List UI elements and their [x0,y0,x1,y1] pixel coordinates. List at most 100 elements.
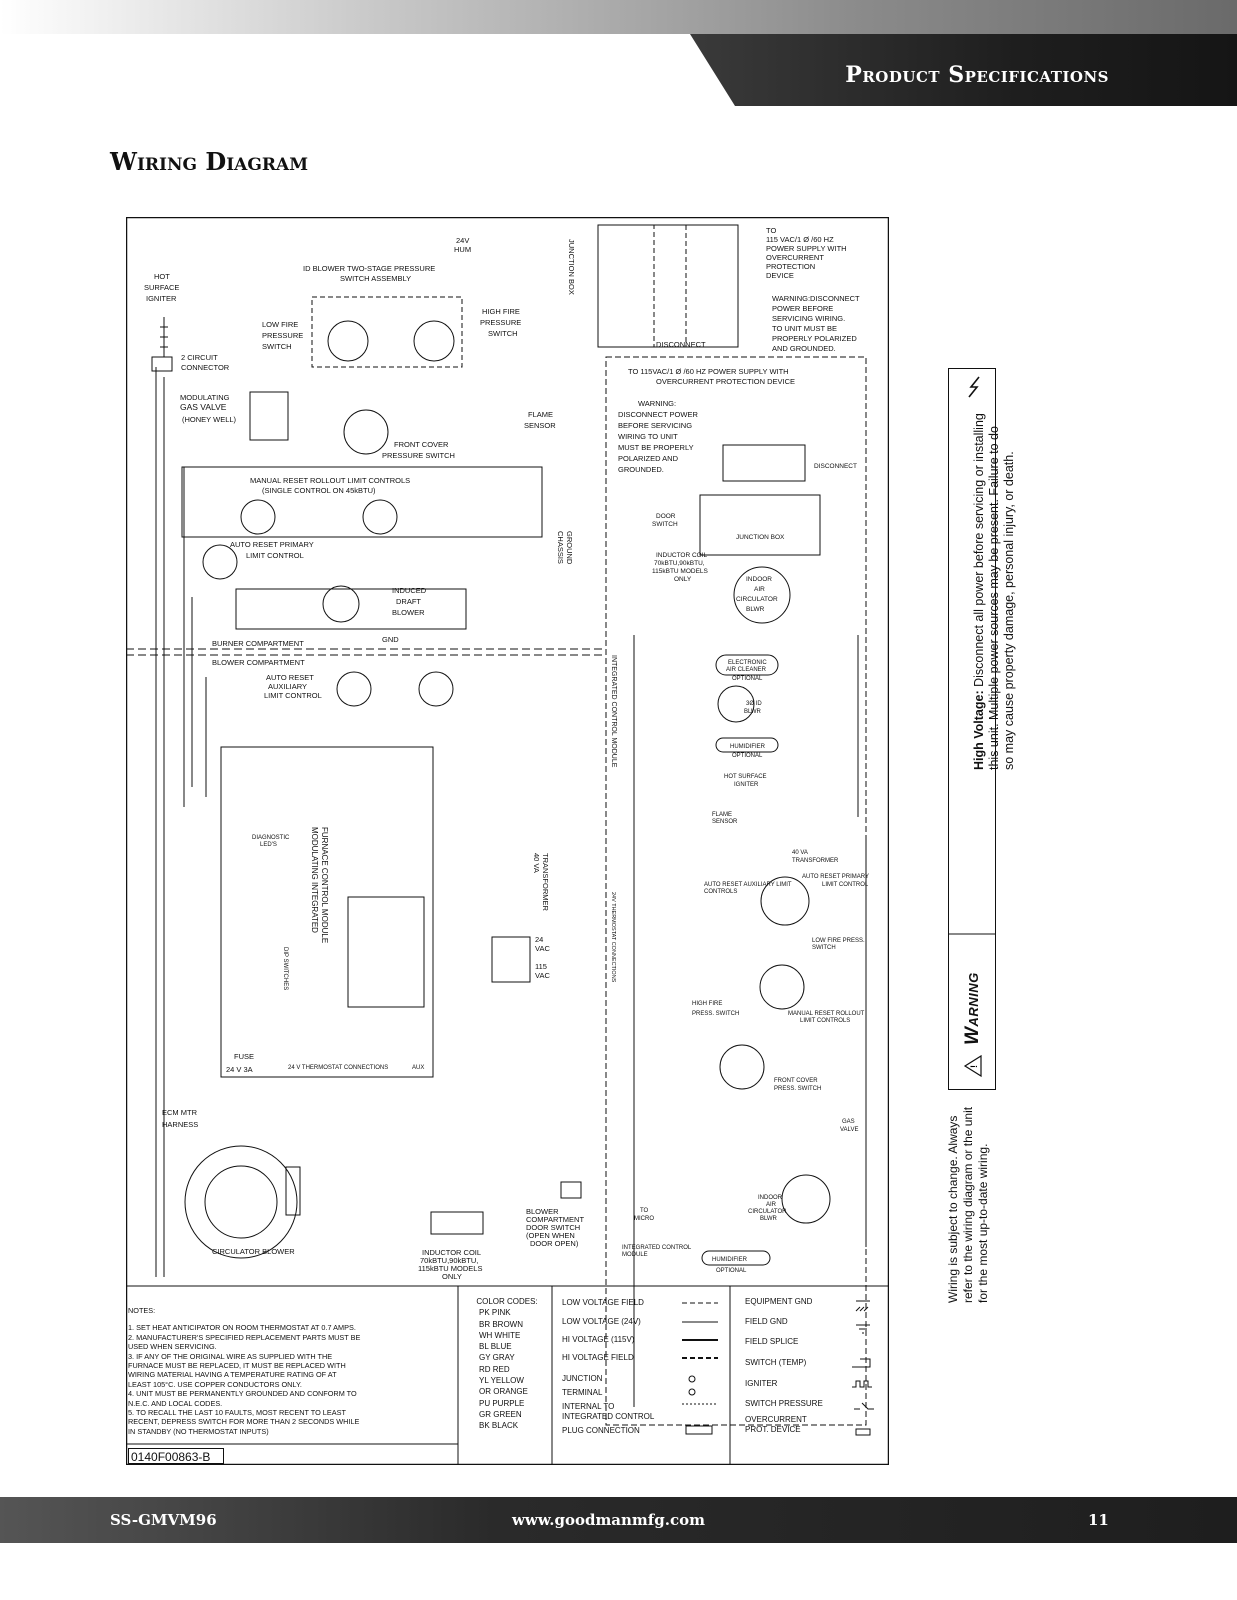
note-line: 5. TO RECALL THE LAST 10 FAULTS, MOST RE… [128,1408,346,1418]
footer-bar: SS-GMVM96 www.goodmanmfg.com 11 [0,1497,1237,1543]
svg-text:AUX: AUX [412,1065,424,1071]
svg-text:MANUAL RESET ROLLOUT LIMIT CON: MANUAL RESET ROLLOUT LIMIT CONTROLS(SING… [250,476,410,495]
part-number: 0140F00863-B [128,1448,224,1464]
legend-item: TERMINAL [562,1388,603,1397]
svg-text:DIP SWITCHES: DIP SWITCHES [282,947,288,990]
svg-text:FUSE: FUSE [234,1052,254,1061]
note-line: FURNACE MUST BE REPLACED, IT MUST BE REP… [128,1361,346,1371]
color-code: PK PINK [479,1308,511,1318]
svg-text:24 V 3A: 24 V 3A [226,1065,253,1074]
color-code: OR ORANGE [479,1387,528,1397]
svg-text:DISCONNECT: DISCONNECT [814,463,857,470]
svg-text:40 VATRANSFORMER: 40 VATRANSFORMER [792,850,839,864]
legend-item: HI VOLTAGE (115V) [562,1335,635,1344]
note-line: 2. MANUFACTURER'S SPECIFIED REPLACEMENT … [128,1332,361,1342]
note-line: WIRING MATERIAL HAVING A TEMPERATURE RAT… [128,1370,337,1380]
footer-url[interactable]: www.goodmanmfg.com [512,1511,705,1529]
svg-text:24V THERMOSTAT CONNECTIONS: 24V THERMOSTAT CONNECTIONS [610,892,616,983]
wiring-change-note: Wiring is subject to change. Always refe… [946,1106,990,1303]
svg-text:GND: GND [382,635,399,644]
section-title: Product Specifications [845,62,1109,88]
svg-text:BURNER COMPARTMENT: BURNER COMPARTMENT [212,639,304,648]
legend-item: SWITCH PRESSURE [745,1399,823,1408]
color-codes-heading: COLOR CODES: [476,1297,538,1306]
svg-text:115VAC: 115VAC [535,962,550,980]
notes-heading: NOTES: [128,1306,156,1315]
svg-text:CHASSISGROUND: CHASSISGROUND [556,531,574,565]
color-code: BR BROWN [479,1319,523,1329]
page-title: Wiring Diagram [110,147,309,176]
high-voltage-label: High Voltage: [972,690,986,770]
svg-text:CIRCULATOR BLOWER: CIRCULATOR BLOWER [212,1247,295,1256]
color-code: BL BLUE [479,1342,512,1352]
note-line: USED WHEN SERVICING. [128,1342,217,1352]
header-gradient-bar [0,0,1237,34]
svg-text:!: ! [969,1065,979,1068]
legend-item: FIELD GND [745,1317,788,1326]
warning-word: Warning [962,972,983,1045]
note-line: RECENT, DEPRESS SWITCH FOR MORE THAN 2 S… [128,1417,360,1427]
legend-item: OVERCURRENT [745,1415,807,1424]
svg-text:24 V THERMOSTAT CONNECTIONS: 24 V THERMOSTAT CONNECTIONS [288,1065,388,1071]
color-code: YL YELLOW [479,1376,524,1386]
note-line: 1. SET HEAT ANTICIPATOR ON ROOM THERMOST… [128,1323,356,1333]
color-code: RD RED [479,1364,510,1374]
legend-item: LOW VOLTAGE FIELD [562,1298,644,1307]
legend-item: PROT. DEVICE [745,1425,801,1434]
legend-item: INTEGRATED CONTROL [562,1412,655,1421]
notes: NOTES: 1. SET HEAT ANTICIPATOR ON ROOM T… [128,1306,458,1436]
svg-text:JUNCTION BOX: JUNCTION BOX [736,534,785,541]
svg-text:DISCONNECT: DISCONNECT [656,340,706,349]
legend-item: JUNCTION [562,1374,603,1383]
legend-item: IGNITER [745,1379,778,1388]
legend-item: PLUG CONNECTION [562,1426,640,1435]
header-tab [690,34,1237,106]
warning-panel: ! [948,368,996,1090]
svg-text:INTEGRATED CONTROL MODULE: INTEGRATED CONTROL MODULE [610,655,617,768]
legend-item: INTERNAL TO [562,1402,615,1411]
note-line: 4. UNIT MUST BE PERMANENTLY GROUNDED AND… [128,1389,357,1399]
color-code: GY GRAY [479,1353,515,1363]
note-line: LEAST 105°C. USE COPPER CONDUCTORS ONLY. [128,1379,302,1389]
svg-text:40 VATRANSFORMER: 40 VATRANSFORMER [532,853,550,912]
footer-model: SS-GMVM96 [110,1511,217,1529]
color-code: GR GREEN [479,1409,522,1419]
high-voltage-warning: High Voltage: Disconnect all power befor… [972,410,1017,770]
legend-item: HI VOLTAGE FIELD [562,1353,634,1362]
legend-item: FIELD SPLICE [745,1337,799,1346]
svg-text:TO 115VAC/1 Ø /60 HZ POWER: TO 115VAC/1 Ø /60 HZ POWER SUPPLY WITHOV… [628,367,795,386]
note-line: 3. IF ANY OF THE ORIGINAL WIRE AS SUPPLI… [128,1351,333,1361]
page-number: 11 [1088,1511,1109,1529]
